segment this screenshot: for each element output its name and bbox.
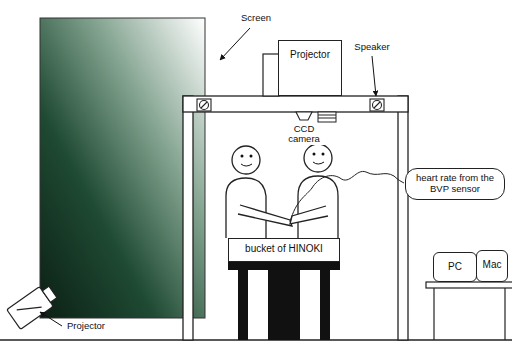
face: [241, 153, 325, 158]
speaker-symbol: [197, 99, 384, 111]
monitor-box: PC: [433, 252, 477, 282]
sensor-wire: [290, 171, 404, 222]
person-figure: [226, 144, 338, 238]
callout-bubble: heart rate from the BVP sensor: [405, 168, 505, 200]
stand: [228, 262, 340, 340]
leader-line: [40, 312, 62, 326]
projector-body: [7, 282, 60, 329]
leader-line: [372, 56, 376, 96]
grille: [318, 112, 336, 122]
frame: [183, 96, 408, 340]
floor-line: [0, 339, 512, 341]
node-text: bucket of HINOKI: [233, 243, 335, 255]
camera-symbol: [296, 112, 312, 120]
projector-box: Projector: [278, 40, 342, 96]
node-text: heart rate from the BVP sensor: [412, 173, 498, 195]
screen: [40, 18, 205, 318]
part-label: CCD camera: [281, 124, 327, 145]
node-text: Mac: [480, 259, 504, 271]
node-text: PC: [438, 261, 472, 273]
face: [241, 162, 324, 166]
monitor-box: Mac: [476, 250, 508, 282]
part-label: Projector: [66, 321, 106, 331]
part-label: Speaker: [353, 42, 390, 52]
bucket-box: bucket of HINOKI: [228, 238, 340, 262]
table: [426, 282, 512, 340]
leader-line: [220, 28, 250, 60]
projector-body: [263, 54, 279, 96]
node-text: Projector: [279, 49, 341, 61]
part-label: Screen: [240, 13, 272, 23]
